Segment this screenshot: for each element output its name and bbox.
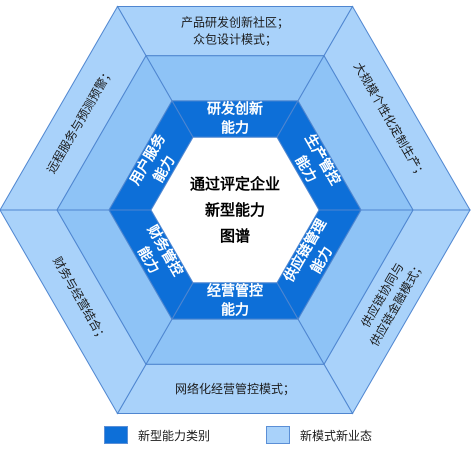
- outer-label-bottom-line-1: 网络化经营管控模式；: [175, 381, 295, 396]
- outer-label-top-line-1: 产品研发创新社区；: [181, 15, 289, 30]
- inner-ring: [108, 99, 362, 321]
- outer-label-top-line-2: 众包设计模式；: [193, 33, 277, 47]
- inner-label-bottom-line-2: 能力: [221, 301, 249, 318]
- legend-label-new-mode: 新模式新业态: [300, 428, 373, 443]
- legend-item-capability: 新型能力类别: [104, 424, 210, 446]
- center-hexagon: [150, 136, 320, 284]
- center-label-line-2: 新型能力: [205, 201, 265, 219]
- center-label-line-1: 通过评定企业: [190, 175, 280, 193]
- legend-label-capability: 新型能力类别: [138, 428, 211, 443]
- inner-label-top-line-1: 研发创新: [207, 101, 263, 118]
- band-segment-top: [145, 55, 325, 102]
- middle-band: [56, 54, 414, 366]
- inner-label-bottom-line-1: 经营管控: [207, 282, 263, 299]
- center-label-line-3: 图谱: [220, 227, 250, 245]
- legend-item-new-mode: 新模式新业态: [266, 424, 372, 446]
- center-hexagon-shape: [150, 136, 320, 284]
- outer-segment-top: [116, 6, 354, 57]
- band-segment-bottom: [145, 318, 325, 365]
- legend-swatch-new-mode: [266, 426, 290, 444]
- outer-label-top: 产品研发创新社区； 众包设计模式；: [181, 15, 289, 47]
- outer-label-bottom: 网络化经营管控模式；: [175, 381, 295, 396]
- inner-label-top-line-2: 能力: [221, 120, 249, 137]
- diagram-labels: 研发创新能力生产管控能力供应链管理能力经营管控能力财务管控能力用户服务能力产品研…: [43, 15, 430, 396]
- legend-swatch-capability: [104, 426, 128, 444]
- outer-ring: [0, 5, 471, 415]
